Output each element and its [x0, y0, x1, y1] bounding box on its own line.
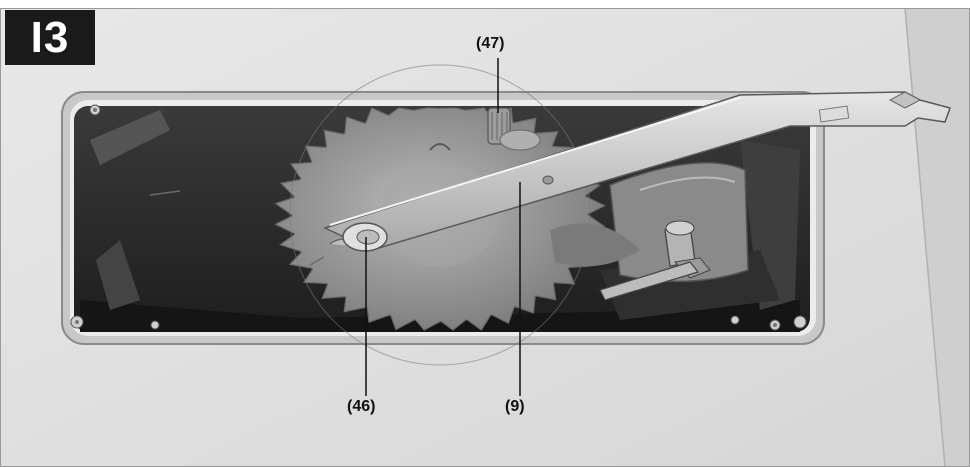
leader-lines — [365, 58, 521, 396]
flange-screw-icon — [342, 222, 388, 252]
wrench-icon — [322, 91, 951, 251]
insert-screws — [70, 104, 807, 331]
callout-wrench: (9) — [505, 398, 525, 415]
figure-number-badge: I3 — [5, 10, 95, 65]
clamping-lever-icon — [599, 220, 711, 301]
callout-flange-screw: (46) — [347, 398, 376, 415]
callout-spindle-lock: (47) — [476, 35, 505, 52]
spindle-lock-icon — [487, 107, 541, 151]
